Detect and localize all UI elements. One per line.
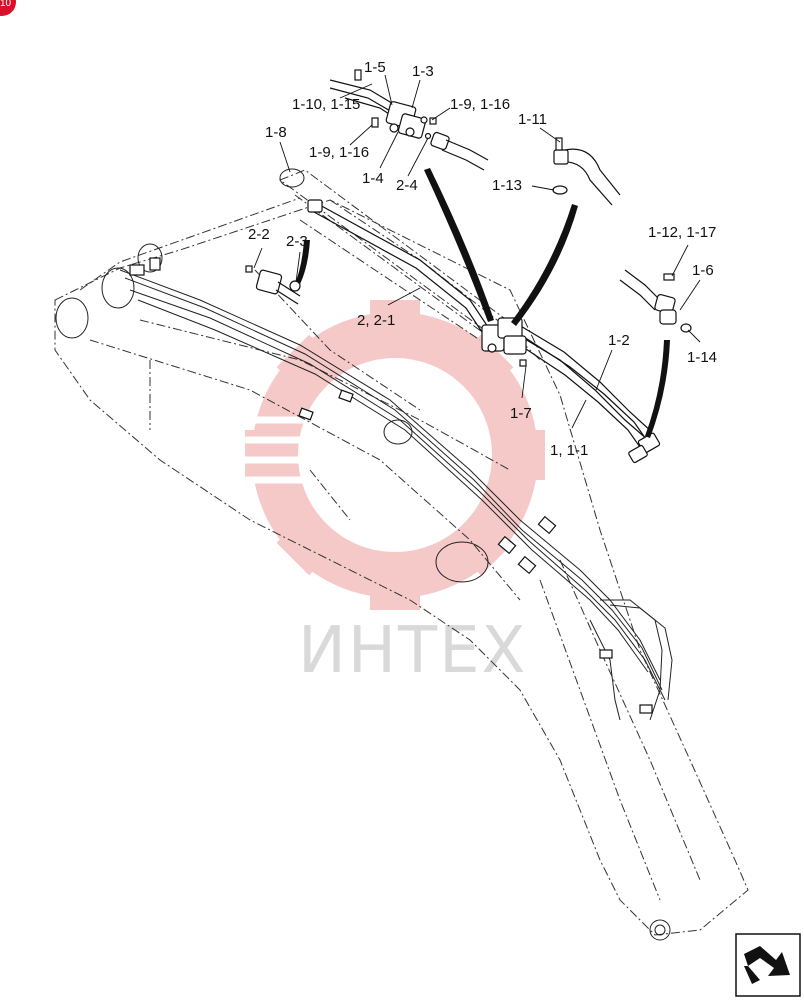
hose-1-1-1 — [509, 321, 661, 464]
label-2-2-1: 2, 2-1 — [357, 312, 395, 329]
label-1-10-1-15: 1-10, 1-15 — [292, 96, 360, 113]
leader-swooshes — [294, 168, 670, 438]
label-2-3: 2-3 — [286, 233, 308, 250]
label-1-2: 1-2 — [608, 332, 630, 349]
label-1-9-1-16-top: 1-9, 1-16 — [450, 96, 510, 113]
label-1-11: 1-11 — [518, 111, 547, 128]
boom-pipe-bundle — [119, 257, 673, 721]
label-1-5: 1-5 — [364, 59, 386, 76]
boom-outline — [54, 197, 749, 936]
label-1-13: 1-13 — [492, 177, 522, 194]
boom-pin-bosses — [55, 243, 671, 941]
label-2-2: 2-2 — [248, 226, 270, 243]
hose-2-2-1 — [307, 199, 491, 339]
label-1-1-1: 1, 1-1 — [550, 442, 588, 459]
hose-end-upper — [430, 131, 489, 171]
label-1-6: 1-6 — [692, 262, 714, 279]
watermark-text: ИНТЕХ — [298, 614, 527, 688]
label-1-12-1-17: 1-12, 1-17 — [648, 224, 716, 241]
next-page-button[interactable] — [735, 933, 801, 997]
page-badge-text: 10 — [0, 0, 12, 9]
part-labels: 1-5 1-3 1-10, 1-15 1-9, 1-16 1-11 1-8 1-… — [248, 59, 717, 459]
watermark-gear-icon — [240, 300, 545, 610]
label-1-14: 1-14 — [687, 349, 717, 366]
leader-lines — [253, 74, 701, 429]
fitting-2-2 — [245, 265, 301, 305]
label-1-7: 1-7 — [510, 405, 532, 422]
hose-elbow-1-11 — [552, 137, 621, 206]
next-page-arrow-icon — [744, 946, 790, 984]
fitting-1-6 — [619, 269, 692, 333]
label-1-4: 1-4 — [362, 170, 384, 187]
fitting-group-1-3 — [329, 69, 437, 140]
page-badge: 10 — [0, 0, 16, 16]
label-1-9-1-16-left: 1-9, 1-16 — [309, 144, 369, 161]
label-1-8: 1-8 — [265, 124, 287, 141]
label-1-3: 1-3 — [412, 63, 434, 80]
label-2-4: 2-4 — [396, 177, 418, 194]
